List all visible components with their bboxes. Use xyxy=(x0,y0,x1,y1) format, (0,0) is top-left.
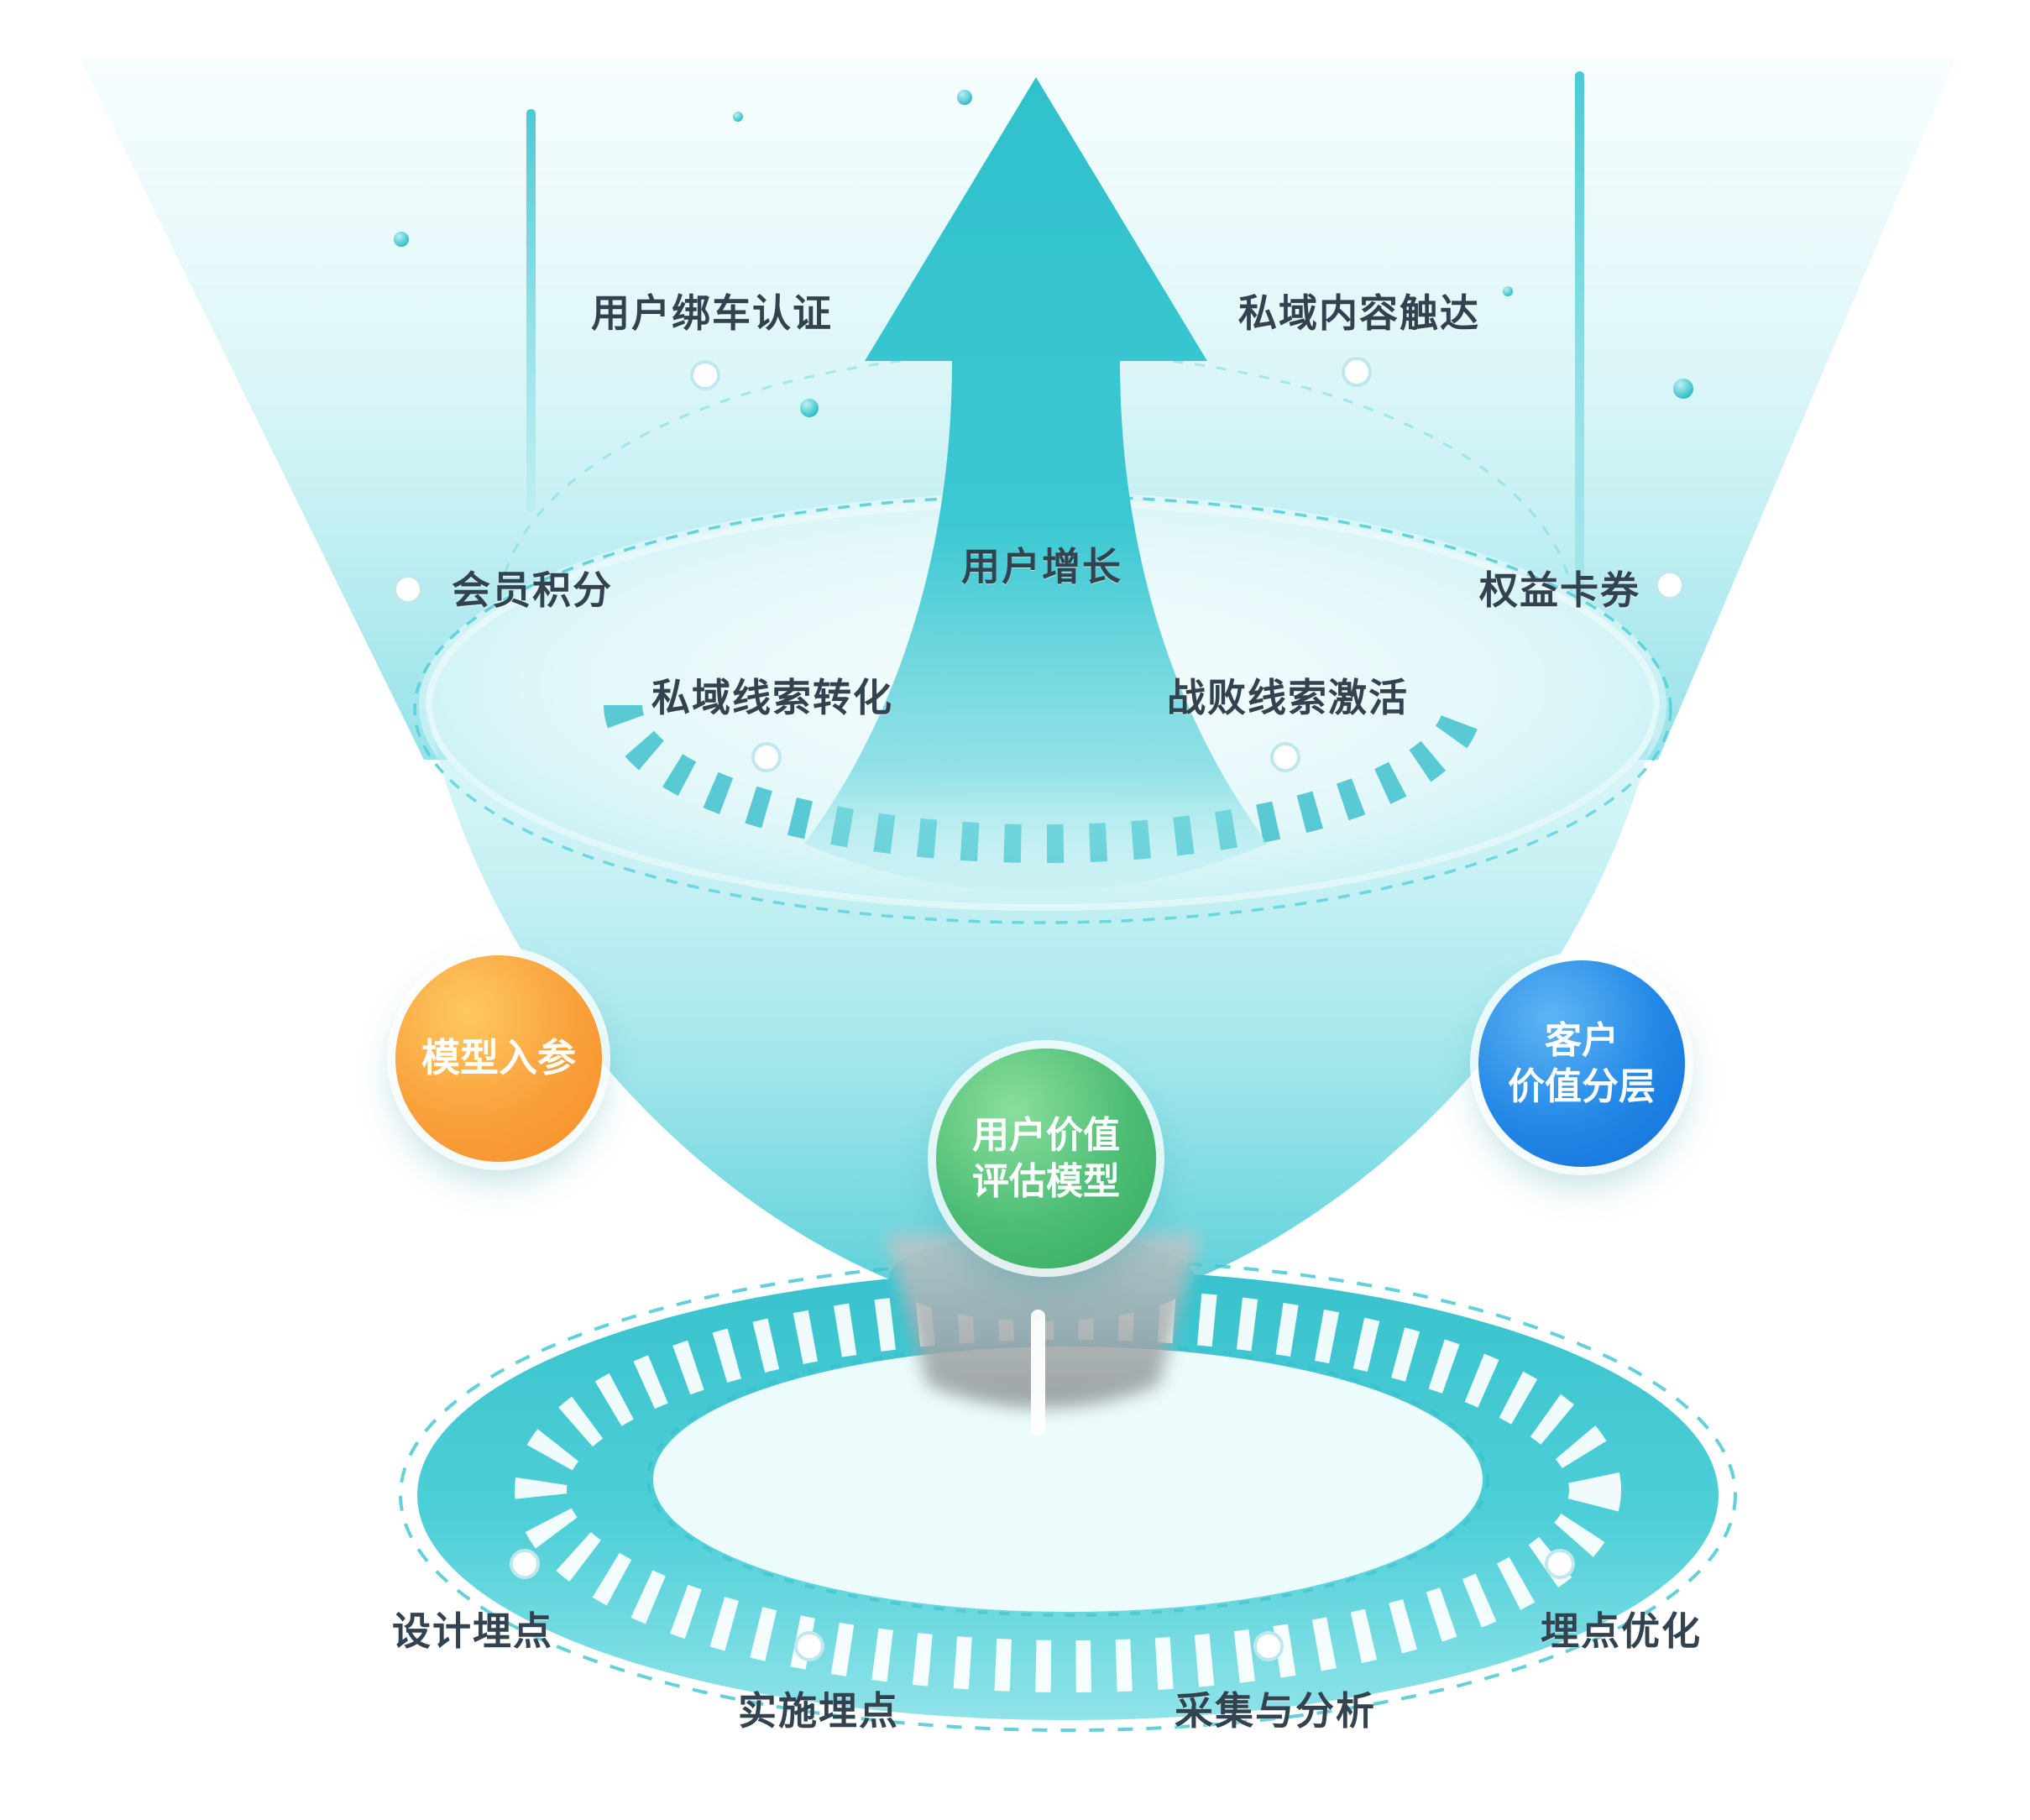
label-collect-analyze: 采集与分析 xyxy=(1175,1689,1376,1733)
node-model-input: 模型入参 xyxy=(395,955,602,1162)
label-rights-coupons: 权益卡券 xyxy=(1479,568,1640,612)
label-user-growth: 用户增长 xyxy=(961,545,1122,588)
label-user-bind-cert: 用户绑车认证 xyxy=(591,291,833,335)
label-private-content-reach: 私域内容触达 xyxy=(1238,291,1480,335)
label-member-points: 会员积分 xyxy=(452,568,613,612)
bottom-ring xyxy=(399,1258,1737,1732)
node-user-value-model-line2: 评估模型 xyxy=(972,1161,1120,1202)
label-implement-tracking: 实施埋点 xyxy=(738,1689,899,1733)
node-user-value-model: 用户价值 评估模型 xyxy=(936,1049,1156,1268)
label-private-lead-conversion: 私域线索转化 xyxy=(651,676,893,719)
node-customer-value-line1: 客户 xyxy=(1545,1020,1619,1061)
funnel-stem xyxy=(886,1234,1201,1436)
node-customer-value-tiers: 客户 价值分层 xyxy=(1478,960,1685,1167)
node-model-input-label: 模型入参 xyxy=(421,1036,576,1080)
floating-bubbles xyxy=(394,90,1693,417)
marker-dots xyxy=(393,357,1685,1661)
growth-arrow xyxy=(804,77,1268,892)
label-design-tracking: 设计埋点 xyxy=(392,1609,553,1653)
label-tracking-optimization: 埋点优化 xyxy=(1541,1609,1702,1653)
node-customer-value-line2: 价值分层 xyxy=(1508,1066,1656,1107)
label-lost-lead-activation: 战败线索激活 xyxy=(1167,676,1409,719)
light-beams xyxy=(526,71,1584,659)
node-user-value-model-line1: 用户价值 xyxy=(972,1115,1120,1156)
